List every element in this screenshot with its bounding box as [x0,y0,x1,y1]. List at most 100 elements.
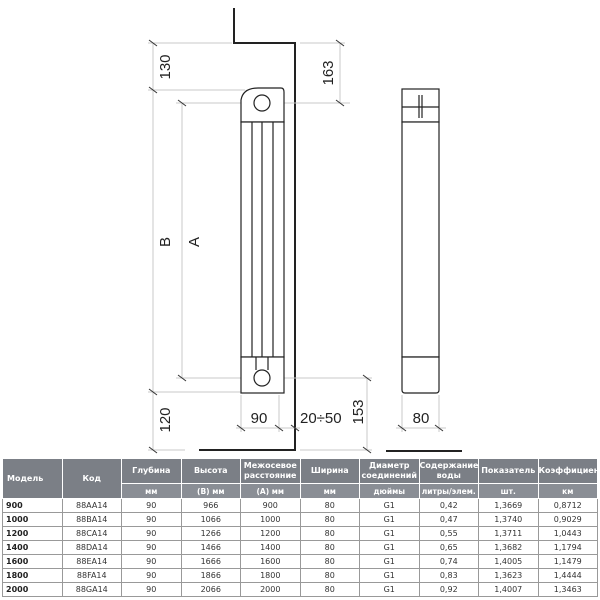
table-cell: 88EA14 [61,554,122,569]
table-cell: 80 [299,582,360,597]
column-unit: литры/элем. [418,483,479,499]
table-cell: 80 [299,498,360,513]
table-cell: 80 [299,540,360,555]
table-cell: G1 [359,568,420,583]
table-cell: 1000 [240,512,301,527]
table-cell: G1 [359,554,420,569]
table-cell: 0,47 [418,512,479,527]
column-unit: (В) мм [180,483,241,499]
table-cell: 1,3711 [478,526,539,541]
table-cell: 90 [121,568,182,583]
column-header: Высота [180,458,241,484]
table-cell: 90 [121,554,182,569]
table-cell: 1,4444 [537,568,598,583]
table-cell: 90 [121,526,182,541]
table-cell: G1 [359,526,420,541]
table-cell: 1266 [180,526,241,541]
table-cell: 88GA14 [61,582,122,597]
dim-label-wall-gap: 20÷50 [300,410,342,427]
table-cell: 1,3740 [478,512,539,527]
table-cell: G1 [359,512,420,527]
table-cell: 0,8712 [537,498,598,513]
column-header: Модель [2,458,63,499]
table-cell: G1 [359,498,420,513]
table-cell: 2000 [240,582,301,597]
table-cell: 0,74 [418,554,479,569]
table-cell: 0,55 [418,526,479,541]
table-cell: 88FA14 [61,568,122,583]
table-cell: 88DA14 [61,540,122,555]
column-header: Содержание воды [418,458,479,484]
column-unit: (А) мм [240,483,301,499]
table-cell: 1,4007 [478,582,539,597]
table-cell: 0,9029 [537,512,598,527]
table-cell: 1800 [2,568,63,583]
column-unit: мм [121,483,182,499]
table-cell: 1866 [180,568,241,583]
table-cell: 0,83 [418,568,479,583]
table-cell: 0,92 [418,582,479,597]
wall-outline [199,8,296,451]
table-cell: 1666 [180,554,241,569]
table-cell: 2066 [180,582,241,597]
table-cell: 88CA14 [61,526,122,541]
table-cell: 80 [299,526,360,541]
table-cell: 1600 [2,554,63,569]
column-unit: дюймы [359,483,420,499]
table-cell: 80 [299,568,360,583]
table-cell: 80 [299,512,360,527]
table-cell: 1466 [180,540,241,555]
column-unit: км [537,483,598,499]
table-cell: 0,42 [418,498,479,513]
table-cell: 90 [121,540,182,555]
table-cell: 88BA14 [61,512,122,527]
column-header: Коэффициент [537,458,600,484]
table-cell: 1,1794 [537,540,598,555]
table-cell: 1066 [180,512,241,527]
dim-label-120: 120 [157,407,174,432]
table-cell: 90 [121,512,182,527]
dim-label-153: 153 [350,399,367,424]
dim-label-130: 130 [157,54,174,79]
table-cell: 1,3682 [478,540,539,555]
column-header: Глубина [121,458,182,484]
table-cell: 1400 [2,540,63,555]
table-cell: 1200 [2,526,63,541]
radiator-front-view [240,87,285,394]
column-unit: шт. [478,483,539,499]
table-cell: 1,3463 [537,582,598,597]
dim-label-width: 80 [413,410,430,427]
radiator-technical-drawing: 130 B A 163 120 153 90 20÷50 80 [148,8,462,454]
dim-label-A: A [186,237,203,247]
table-cell: 1,3623 [478,568,539,583]
table-cell: 1,1479 [537,554,598,569]
table-cell: 900 [240,498,301,513]
radiator-side-view [401,88,440,394]
table-cell: 90 [121,582,182,597]
column-header: Показатель [478,458,539,484]
table-cell: 1800 [240,568,301,583]
table-cell: 1,0443 [537,526,598,541]
table-cell: 966 [180,498,241,513]
bottom-connection [253,369,271,387]
table-cell: 90 [121,498,182,513]
table-cell: 1200 [240,526,301,541]
column-unit: мм [299,483,360,499]
table-cell: 0,65 [418,540,479,555]
table-cell: 1,3669 [478,498,539,513]
table-cell: 1400 [240,540,301,555]
column-header: Ширина [299,458,360,484]
column-header: Диаметр соединений [359,458,420,484]
table-cell: 80 [299,554,360,569]
table-cell: G1 [359,540,420,555]
dim-label-B: B [157,237,174,247]
column-header: Код [61,458,122,499]
